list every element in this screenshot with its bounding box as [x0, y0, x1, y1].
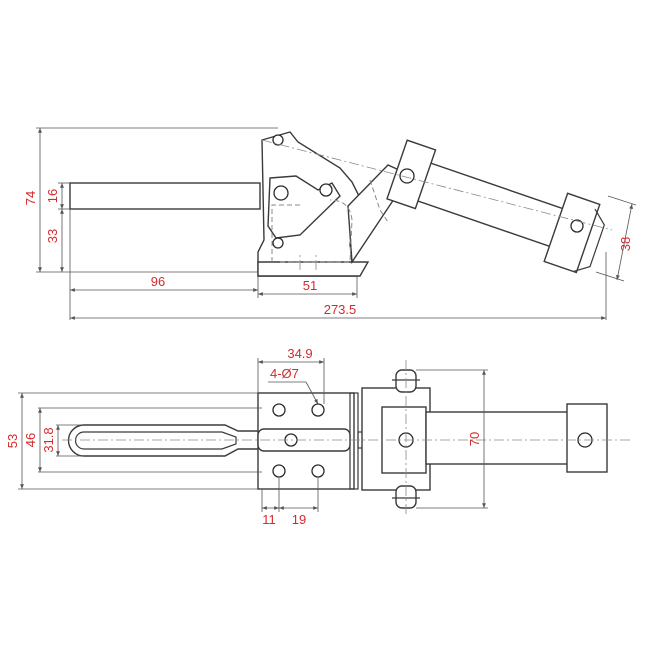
dim-outer-width: 53 — [5, 434, 20, 448]
dim-handle-height: 16 — [45, 189, 60, 203]
side-lower-pivot-hole — [272, 237, 284, 249]
dim-inner-width: 46 — [23, 433, 38, 447]
side-view-dimensions: 74 16 33 96 51 273.5 38 — [23, 127, 637, 320]
top-handle — [67, 424, 263, 457]
side-latch-hole — [319, 183, 333, 197]
top-mount-hole-4 — [311, 464, 325, 478]
top-mount-hole-2 — [311, 403, 325, 417]
dim-overall-length: 273.5 — [324, 302, 357, 317]
side-center-hole — [273, 185, 289, 201]
dim-flange-offset: 11 — [262, 512, 276, 527]
side-view — [69, 131, 613, 277]
dim-total-height: 74 — [23, 191, 38, 205]
dim-pivot-height: 33 — [45, 229, 60, 243]
side-base — [257, 261, 370, 277]
dim-hole-pitch: 19 — [292, 512, 306, 527]
dim-cylinder-length: 70 — [467, 432, 482, 446]
top-mount-hole-1 — [272, 403, 286, 417]
dim-base-length: 51 — [303, 278, 317, 293]
side-handle-bar — [69, 182, 261, 210]
top-view — [62, 360, 630, 515]
dim-hole-spacing: 34.9 — [287, 346, 312, 361]
side-top-pivot-hole — [272, 134, 284, 146]
dim-cylinder-dia: 38 — [618, 237, 633, 251]
side-end-collar — [543, 192, 601, 274]
side-collar-hole — [570, 219, 584, 233]
dim-handle-length: 96 — [151, 274, 165, 289]
top-view-dimensions: 53 46 31.8 34.9 4-Ø7 11 19 70 — [5, 346, 488, 527]
dim-hole-callout: 4-Ø7 — [270, 366, 299, 381]
dim-handle-width: 31.8 — [41, 427, 56, 452]
top-mount-hole-3 — [272, 464, 286, 478]
side-clamp-pivot-hole — [399, 168, 415, 184]
top-cylinder-body — [425, 411, 573, 465]
side-cylinder — [386, 139, 605, 274]
